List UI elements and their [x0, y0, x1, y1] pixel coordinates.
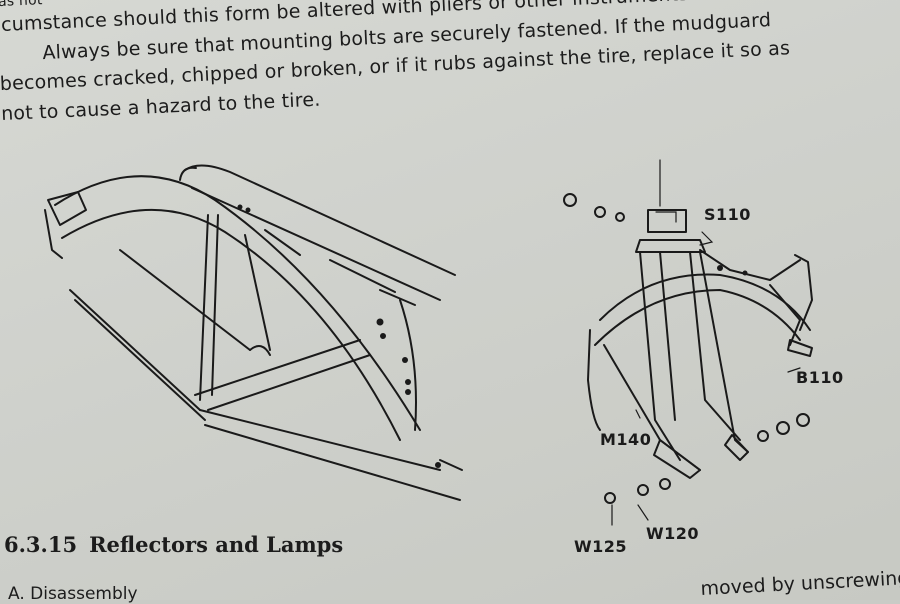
part-label-s110: S110 [704, 205, 751, 224]
illustration [44, 159, 813, 526]
text-line-0: as not [0, 0, 43, 11]
section-number: 6.3.15 [4, 532, 78, 557]
part-label-w120: W120 [646, 524, 700, 543]
footer-right-text: moved by unscrewing [700, 567, 900, 600]
rear-mudguard-drawing [44, 164, 463, 501]
section-heading: 6.3.15 Reflectors and Lamps [4, 532, 343, 557]
text-line-4: not to cause a hazard to the tire. [0, 88, 321, 126]
front-fork-drawing [563, 159, 813, 526]
footer-left-text: A. Disassembly [8, 584, 138, 604]
part-label-b110: B110 [796, 368, 844, 387]
body-text: as not cumstance should this form be alt… [0, 0, 900, 140]
section-title: Reflectors and Lamps [89, 532, 344, 557]
part-label-m140: M140 [600, 430, 652, 449]
part-label-w125: W125 [574, 537, 628, 556]
